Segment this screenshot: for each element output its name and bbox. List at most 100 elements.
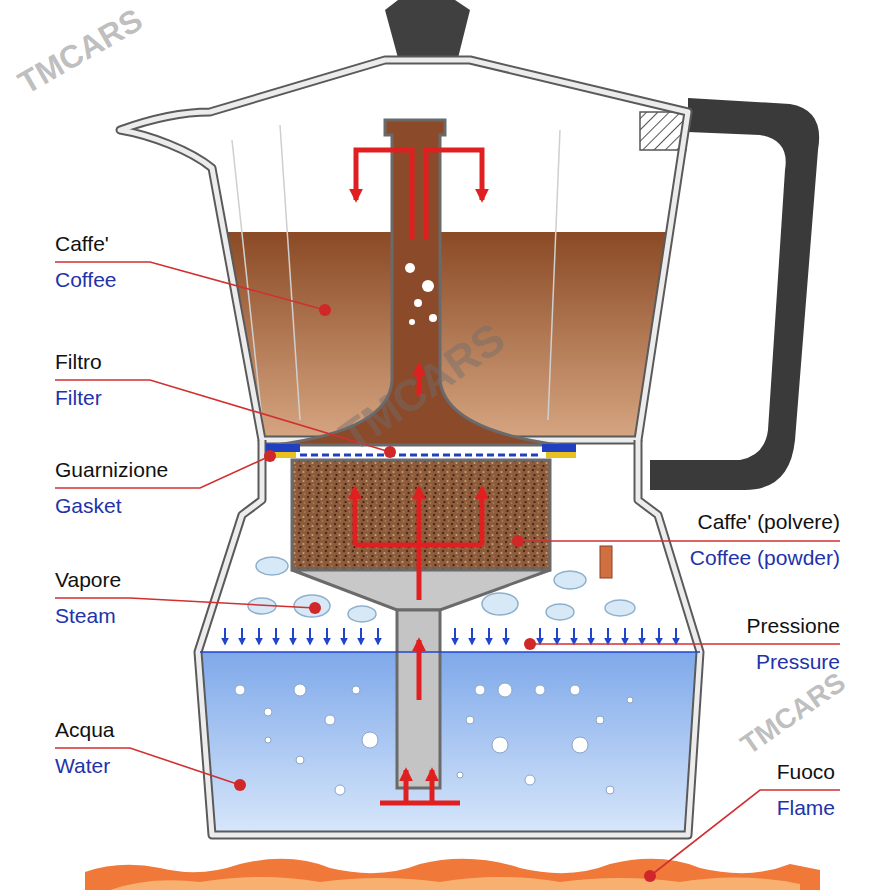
part-label-it: Acqua [55,718,115,742]
pressure-arrow [377,628,379,644]
leader-dot [309,602,321,614]
pot-wall [198,440,700,835]
filter-gasket [546,452,576,458]
water-bubble [535,685,545,695]
part-label-en: Filter [55,386,102,410]
part-label-it: Caffe' [55,232,109,256]
central-column [414,299,422,307]
pressure-arrow [292,628,294,644]
part-label-it: Caffe' (polvere) [697,510,840,534]
water-bubble [570,685,580,695]
pressure-arrow [225,628,676,644]
flame [85,859,820,890]
water-bubble [325,715,335,725]
water-bubble [264,708,272,716]
part-label-it: Vapore [55,568,121,592]
steam-cloud [348,606,376,622]
part-label-en: Coffee [55,268,117,292]
part-label-it: Guarnizione [55,458,168,482]
steam-cloud [546,604,574,620]
leader-line [55,748,240,785]
pressure-arrow [624,628,626,644]
pot-wall [198,440,700,835]
water-bubble [475,685,485,695]
coffee-basket [292,460,550,788]
water-bubble [498,683,512,697]
pressure-arrow [675,628,677,644]
water-bubble [596,716,604,724]
pressure-arrow [641,628,643,644]
water-bubble [296,756,304,764]
central-column [405,263,415,273]
pressure-arrow [326,628,328,644]
upper-chamber [548,130,560,420]
leader-dot [234,779,246,791]
water-bubble [492,737,508,753]
leader-dot [644,870,656,882]
leader-dot [319,304,331,316]
upper-chamber [280,125,300,420]
pressure-arrow [309,628,311,644]
pressure-arrow [505,628,507,644]
flow-arrow [356,150,412,240]
leader-dot [234,304,656,882]
pressure-arrow [275,628,277,644]
pressure-arrow [556,628,558,644]
watermark: TMCARS [735,666,851,761]
water-bubble [235,685,245,695]
pressure-arrow [590,628,592,644]
steam-cloud [554,571,586,589]
water-bubble [525,775,535,785]
leader-dot [524,638,536,650]
flow-arrow [404,770,409,803]
leader-dot [384,446,396,458]
pressure-arrow [573,628,575,644]
part-label-en: Water [55,754,110,778]
filter-gasket [300,454,542,457]
part-label-en: Steam [55,604,116,628]
safety-valve [600,546,612,578]
pressure-arrow [539,628,541,644]
water-bubble [362,732,378,748]
watermark: TMCARS [330,312,513,462]
water-bubble [352,686,360,694]
flow-arrow [380,801,460,806]
water-surface [200,651,700,653]
water-bubble [572,737,588,753]
flow-arrow [426,150,482,240]
filter-gasket [266,444,576,458]
part-label-it: Pressione [747,614,840,638]
flow-arrow [417,488,422,545]
knob [385,0,470,58]
flow-arrow [353,488,358,545]
pressure-arrow [658,628,660,644]
steam-cloud [248,557,635,622]
water-bubble [335,785,345,795]
leader-line [650,790,840,876]
flow-arrow [355,150,482,803]
watermark: TMCARS [12,2,149,102]
pressure-arrow [454,628,456,644]
flow-arrow [417,640,422,700]
part-label-it: Filtro [55,350,102,374]
steam-cloud [294,595,330,617]
lower-chamber [190,652,710,842]
flow-arrow [355,545,482,600]
part-label-it: Fuoco [777,760,835,784]
safety-valve [600,546,612,578]
coffee-basket [397,610,440,788]
central-column [422,280,434,292]
steam-cloud [482,593,518,615]
part-label-en: Coffee (powder) [690,546,840,570]
pressure-arrow [607,628,609,644]
leader-line [55,456,270,488]
flow-arrow [480,488,485,545]
knob [385,0,470,58]
leader-dot [264,450,276,462]
leader-dot [512,535,524,547]
leader-line [55,262,840,876]
pressure-arrow [471,628,473,644]
water-bubble [627,697,633,703]
part-label-en: Gasket [55,494,122,518]
